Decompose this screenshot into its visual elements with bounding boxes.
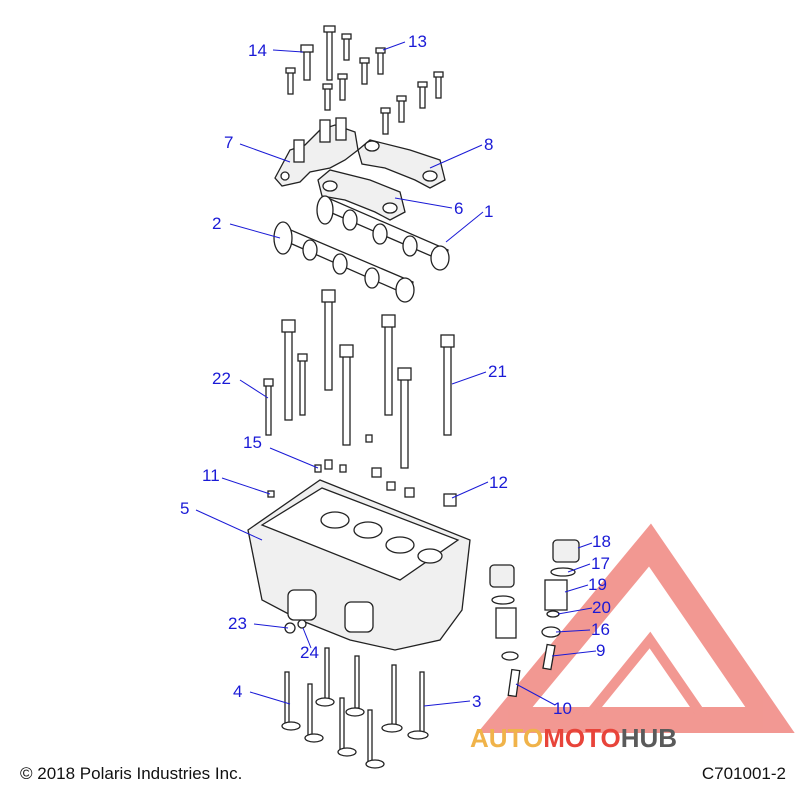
callout-11: 11 xyxy=(202,466,220,485)
cam-carrier-right xyxy=(357,139,446,189)
callout-16: 16 xyxy=(591,620,610,639)
callout-21: 21 xyxy=(488,362,507,381)
callout-22: 22 xyxy=(212,369,231,388)
callout-17: 17 xyxy=(591,554,610,573)
callout-24: 24 xyxy=(300,643,319,662)
callout-23: 23 xyxy=(228,614,247,633)
callout-labels: 1 2 3 4 5 6 7 8 9 10 11 12 13 14 15 16 1… xyxy=(180,32,611,718)
callout-9: 9 xyxy=(596,641,605,660)
callout-10: 10 xyxy=(553,699,572,718)
leader-lines xyxy=(195,41,597,707)
callout-15: 15 xyxy=(243,433,262,452)
callout-2: 2 xyxy=(212,214,221,233)
callout-13: 13 xyxy=(408,32,427,51)
valves xyxy=(281,647,429,769)
dowel-pins xyxy=(267,434,457,507)
callout-19: 19 xyxy=(588,575,607,594)
callout-3: 3 xyxy=(472,692,481,711)
cam-carrier-left xyxy=(274,117,359,187)
callout-6: 6 xyxy=(454,199,463,218)
watermark-wordmark: AUTOMOTOHUB xyxy=(470,723,677,753)
callout-12: 12 xyxy=(489,473,508,492)
callout-7: 7 xyxy=(224,133,233,152)
cam-carrier-center xyxy=(317,169,406,221)
callout-14: 14 xyxy=(248,41,267,60)
drawing-number: C701001-2 xyxy=(701,764,786,783)
watermark-logo xyxy=(477,523,795,733)
copyright-text: © 2018 Polaris Industries Inc. xyxy=(20,764,243,783)
callout-18: 18 xyxy=(592,532,611,551)
bolt-set-top xyxy=(285,25,444,135)
svg-text:AUTOMOTOHUB: AUTOMOTOHUB xyxy=(470,723,677,753)
callout-4: 4 xyxy=(233,682,242,701)
watermark-moto: MOTO xyxy=(543,723,621,753)
callout-5: 5 xyxy=(180,499,189,518)
watermark-hub: HUB xyxy=(621,723,677,753)
head-bolts xyxy=(263,289,455,469)
watermark-auto: AUTO xyxy=(470,723,543,753)
camshaft-intake xyxy=(273,221,415,303)
camshaft-exhaust xyxy=(316,195,450,271)
callout-8: 8 xyxy=(484,135,493,154)
callout-1: 1 xyxy=(484,202,493,221)
callout-20: 20 xyxy=(592,598,611,617)
valve-train-parts xyxy=(489,539,580,698)
cylinder-head xyxy=(247,479,471,651)
